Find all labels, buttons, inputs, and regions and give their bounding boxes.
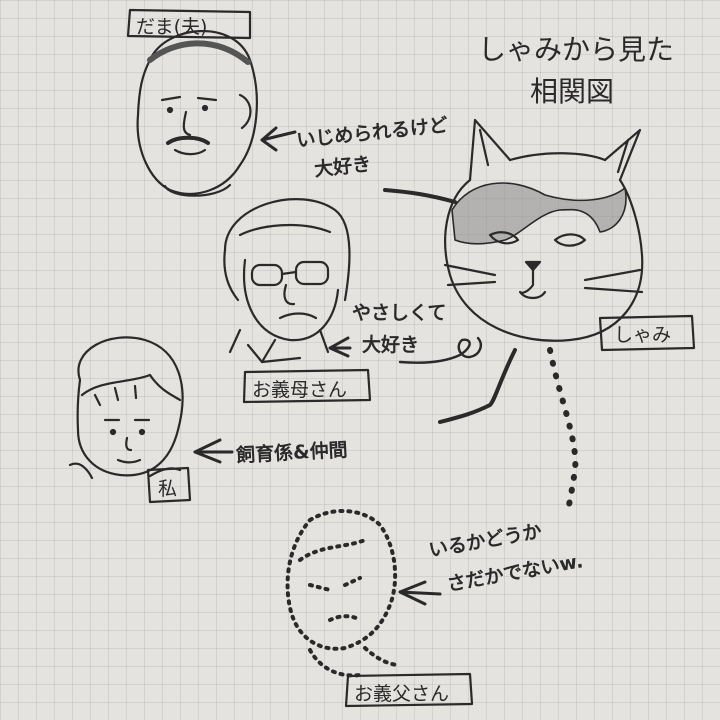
arrow-to-father-in-law [398, 580, 442, 606]
father-in-law-portrait [285, 508, 402, 678]
mother-in-law-note-line-1: やさしくて [352, 302, 447, 324]
father-in-law-name-box [344, 672, 474, 708]
mother-in-law-name: お義母さん [252, 379, 348, 401]
title-line-2: 相関図 [530, 75, 615, 108]
mother-in-law-name-box [242, 368, 372, 404]
cat-name-box [598, 314, 696, 352]
me-portrait [68, 336, 184, 480]
arrow-to-mother-in-law [328, 336, 482, 364]
mother-in-law-portrait [223, 198, 351, 364]
arrow-to-dama [260, 126, 457, 204]
cat-portrait [443, 118, 644, 342]
dama-name: だま(夫) [136, 16, 208, 38]
cat-name: しゃみ [614, 324, 672, 346]
me-name: 私 [158, 478, 178, 500]
father-in-law-name: お義父さん [354, 683, 450, 705]
dama-name-box [126, 8, 252, 40]
arrow-to-me [193, 348, 517, 464]
dotted-line-to-father-in-law [547, 347, 579, 513]
me-name-box [146, 466, 192, 504]
mother-in-law-note-line-2: 大好き [362, 334, 420, 356]
dama-portrait [136, 29, 258, 197]
title-line-1: しゃみから見た [478, 33, 675, 66]
